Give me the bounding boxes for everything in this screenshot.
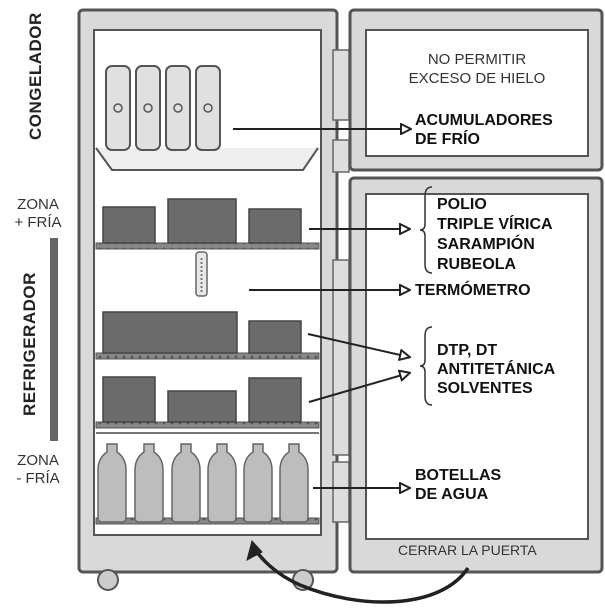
vaccine-box — [102, 376, 156, 423]
vaccine-box — [248, 208, 302, 244]
vaccine-solventes: SOLVENTES — [437, 380, 533, 397]
refrigerator-label: REFRIGERADOR — [20, 272, 39, 416]
close-door-note: CERRAR LA PUERTA — [398, 542, 537, 558]
zone-bottom-line-1: ZONA — [17, 452, 59, 469]
zone-top-label: ZONA + FRÍA — [0, 196, 78, 232]
zone-top-line-2: + FRÍA — [14, 214, 62, 231]
water-bottles — [97, 443, 309, 523]
ice-note-line-1: NO PERMITIR — [427, 51, 527, 68]
cold-pack — [195, 65, 221, 151]
vaccine-rubeola: RUBEOLA — [437, 256, 517, 273]
water-callout: BOTELLAS DE AGUA — [415, 466, 501, 504]
temperature-gradient-bar — [50, 238, 58, 441]
water-bottle — [134, 443, 164, 523]
thermometer — [195, 251, 208, 297]
zone-top-line-1: ZONA — [17, 196, 59, 213]
vaccines-mid-callout: DTP, DT ANTITETÁNICA SOLVENTES — [437, 341, 555, 398]
water-bottle — [171, 443, 201, 523]
vaccine-polio: POLIO — [437, 196, 487, 213]
vaccine-dtp-dt: DTP, DT — [437, 342, 498, 359]
cold-pack — [135, 65, 161, 151]
vaccine-antitetanica: ANTITETÁNICA — [437, 361, 556, 378]
vaccine-box — [167, 390, 237, 423]
zone-bottom-label: ZONA - FRÍA — [0, 452, 78, 488]
ice-note: NO PERMITIR EXCESO DE HIELO — [372, 50, 582, 88]
water-bottle — [97, 443, 127, 523]
cold-packs-line-2: DE FRÍO — [415, 131, 480, 148]
vaccine-sarampion: SARAMPIÓN — [437, 236, 535, 253]
water-line-1: BOTELLAS — [415, 467, 502, 484]
freezer-door — [348, 8, 604, 172]
shelf — [95, 242, 320, 250]
water-bottle — [279, 443, 309, 523]
cold-pack — [165, 65, 191, 151]
arrow-close-door — [250, 544, 470, 604]
water-bottle — [207, 443, 237, 523]
vaccine-box — [102, 206, 156, 244]
vaccine-box — [248, 377, 302, 423]
callout-arrows — [233, 129, 470, 604]
ice-note-line-2: EXCESO DE HIELO — [408, 70, 546, 87]
zone-bottom-line-2: - FRÍA — [16, 470, 60, 487]
thermometer-callout: TERMÓMETRO — [415, 282, 531, 299]
vaccine-box — [167, 198, 237, 244]
arrow-vaccines-mid-2 — [308, 373, 409, 403]
vaccine-box — [248, 320, 302, 354]
vaccine-box — [102, 311, 238, 354]
cold-pack — [105, 65, 131, 151]
water-line-2: DE AGUA — [415, 486, 489, 503]
arrow-vaccines-mid-1 — [307, 333, 409, 357]
bracket-mid — [419, 326, 433, 406]
cold-packs-line-1: ACUMULADORES — [415, 112, 553, 129]
bracket-top — [419, 186, 433, 274]
vaccine-triple-virica: TRIPLE VÍRICA — [437, 216, 553, 233]
fridge-door — [348, 176, 604, 574]
water-bottle — [243, 443, 273, 523]
vaccine-boxes — [102, 198, 302, 423]
shelf — [95, 421, 320, 429]
vaccines-top-callout: POLIO TRIPLE VÍRICA SARAMPIÓN RUBEOLA — [437, 195, 553, 275]
freezer-label: CONGELADOR — [26, 12, 45, 140]
cold-packs-callout: ACUMULADORES DE FRÍO — [415, 111, 553, 149]
freezer-tray — [95, 147, 319, 171]
cold-pack-group — [105, 65, 221, 151]
shelves — [95, 242, 320, 525]
shelf — [95, 352, 320, 360]
